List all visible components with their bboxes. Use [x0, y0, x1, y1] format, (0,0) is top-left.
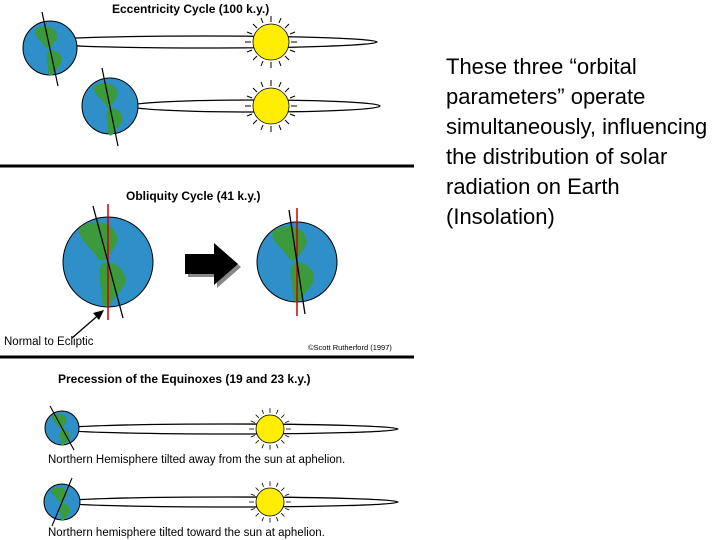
earth-globe-2: [81, 67, 139, 147]
precession-orbit-1: [57, 423, 399, 435]
normal-pointer-arrow: [71, 310, 104, 339]
precession-orbit-2: [57, 496, 399, 508]
earth-globe-tilted-more: [62, 204, 154, 320]
eccentric-orbit-1: [32, 35, 378, 49]
obliquity-title: Obliquity Cycle (41 k.y.): [126, 189, 260, 203]
sun-3: [248, 407, 292, 451]
earth-globe-3: [44, 405, 80, 451]
sun-1: [244, 15, 298, 69]
orbital-parameters-diagram: Eccentricity Cycle (100 k.y.) Obliquity …: [0, 2, 414, 539]
precession-title: Precession of the Equinoxes (19 and 23 k…: [58, 372, 311, 386]
earth-globe-1: [22, 11, 78, 87]
precession-caption-1: Northern Hemisphere tilted away from the…: [48, 454, 345, 466]
sun-4: [248, 480, 292, 524]
sun-2: [244, 79, 298, 133]
precession-caption-2: Northern hemisphere tilted toward the su…: [48, 527, 325, 539]
normal-to-ecliptic-label: Normal to Ecliptic: [4, 336, 94, 348]
eccentricity-title: Eccentricity Cycle (100 k.y.): [112, 2, 269, 16]
explanation-text: These three “orbital parameters” operate…: [446, 54, 708, 229]
earth-globe-4: [43, 477, 81, 527]
earth-axis-1: [92, 205, 124, 319]
earth-globe-tilted-less: [256, 208, 338, 316]
right-arrow-icon: [185, 243, 241, 288]
earth-axis-2: [288, 209, 306, 315]
credit-text: ©Scott Rutherford (1997): [308, 343, 392, 352]
